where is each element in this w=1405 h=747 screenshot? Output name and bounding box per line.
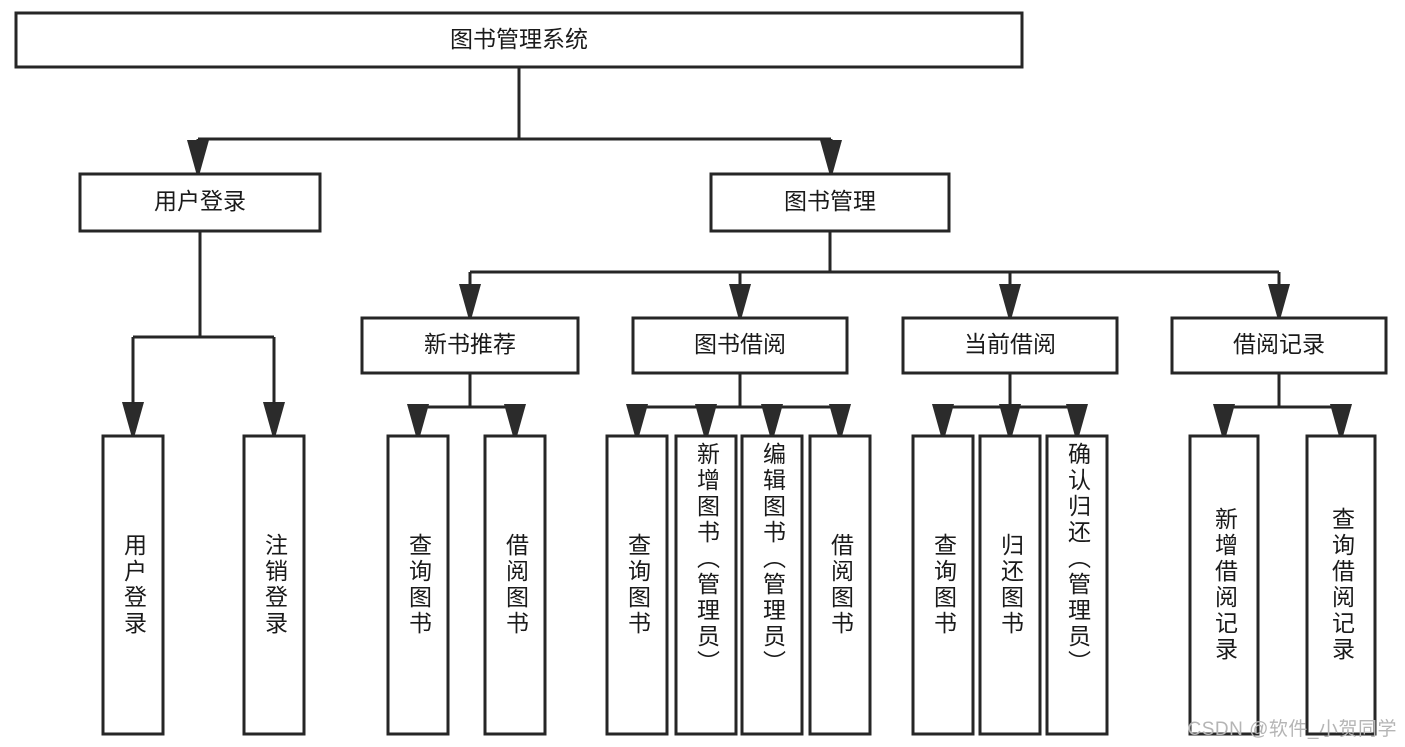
node-current-borrow-box[interactable] <box>901 316 1119 375</box>
leaf-box-query-book-b[interactable] <box>605 434 669 736</box>
node-borrow-record-box[interactable] <box>1170 316 1388 375</box>
arrow-to-leaf-logout <box>263 402 285 436</box>
arrow-to-user-login <box>187 140 209 174</box>
node-book-manage-label: 图书管理 <box>784 188 876 214</box>
arrow-to-leaf-user-login <box>122 402 144 436</box>
arrow-to-current-borrow <box>999 284 1021 318</box>
leaf-box-edit-book[interactable] <box>740 434 804 736</box>
leaf-box-add-book[interactable] <box>674 434 738 736</box>
node-book-borrow[interactable]: 图书借阅 <box>631 316 849 375</box>
leaf-box-borrow-book-b[interactable] <box>808 434 872 736</box>
arrow-to-borrow-record <box>1268 284 1290 318</box>
node-current-borrow[interactable]: 当前借阅 <box>901 316 1119 375</box>
node-book-manage-box[interactable] <box>709 172 951 233</box>
arrow-to-book-borrow <box>729 284 751 318</box>
arrow-to-leaf-add-record <box>1213 404 1235 438</box>
node-root-box[interactable] <box>14 11 1024 69</box>
arrow-to-leaf-query-book-a <box>407 404 429 438</box>
node-book-manage[interactable]: 图书管理 <box>709 172 951 233</box>
arrow-to-leaf-borrow-book-b <box>829 404 851 438</box>
arrow-to-leaf-return-book <box>999 404 1021 438</box>
node-root-label: 图书管理系统 <box>450 26 588 52</box>
leaf-box-query-book-c[interactable] <box>911 434 975 736</box>
leaf-box-query-record[interactable] <box>1305 434 1377 736</box>
node-root[interactable]: 图书管理系统 <box>14 11 1024 69</box>
arrow-to-leaf-borrow-book-a <box>504 404 526 438</box>
node-book-borrow-label: 图书借阅 <box>694 331 786 357</box>
node-borrow-record[interactable]: 借阅记录 <box>1170 316 1388 375</box>
node-current-borrow-label: 当前借阅 <box>964 331 1056 357</box>
leaf-box-return-book[interactable] <box>978 434 1042 736</box>
arrow-to-book-manage <box>820 140 842 174</box>
node-user-login-box[interactable] <box>78 172 322 233</box>
node-new-book-recommend[interactable]: 新书推荐 <box>360 316 580 375</box>
leaf-box-logout[interactable] <box>242 434 306 736</box>
arrow-to-leaf-query-record <box>1330 404 1352 438</box>
arrow-to-leaf-query-book-b <box>626 404 648 438</box>
node-new-book-recommend-box[interactable] <box>360 316 580 375</box>
arrow-to-leaf-query-book-c <box>932 404 954 438</box>
leaf-box-user-login[interactable] <box>101 434 165 736</box>
leaf-box-add-record[interactable] <box>1188 434 1260 736</box>
arrow-to-leaf-edit-book <box>761 404 783 438</box>
leaf-box-query-book-a[interactable] <box>386 434 450 736</box>
arrow-to-new-book-rec <box>459 284 481 318</box>
csdn-watermark: CSDN @软件_小贺同学 <box>1187 719 1397 740</box>
connector-layer <box>122 67 1352 438</box>
arrow-to-leaf-add-book <box>695 404 717 438</box>
arrow-to-leaf-confirm-return <box>1066 404 1088 438</box>
node-user-login-label: 用户登录 <box>154 188 246 214</box>
leaf-box-borrow-book-a[interactable] <box>483 434 547 736</box>
leaf-box-layer <box>101 434 1377 736</box>
leaf-box-confirm-return[interactable] <box>1045 434 1109 736</box>
node-borrow-record-label: 借阅记录 <box>1233 331 1325 357</box>
node-user-login[interactable]: 用户登录 <box>78 172 322 233</box>
node-new-book-recommend-label: 新书推荐 <box>424 331 516 357</box>
node-book-borrow-box[interactable] <box>631 316 849 375</box>
